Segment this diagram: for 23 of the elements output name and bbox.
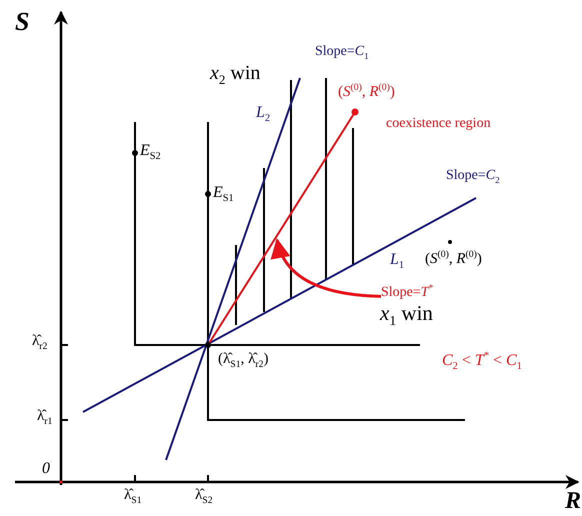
line-label: Slope=C$_{2}$	[446, 168, 500, 184]
point-label: (S$^{(0)}$, R$^{(0)}$)	[425, 251, 482, 268]
region-label: x$_{1}$ win	[380, 302, 433, 326]
point-label: (λ̂$_{S1}$, λ̂$_{r2}$)	[218, 351, 268, 368]
line-label: L$_{2}$	[256, 104, 270, 122]
line-label: L$_{1}$	[390, 251, 404, 269]
tick-label: λ̂$_{r2}$	[32, 333, 48, 350]
axis-label: S	[15, 8, 30, 37]
tick-label: λ̂$_{S2}$	[195, 487, 213, 504]
curved-arrow	[272, 238, 382, 298]
line-label: Slope=C$_{1}$	[315, 44, 369, 60]
point-label: (S$^{(0)}$, R$^{(0)}$)	[338, 84, 395, 100]
tick-label: λ̂$_{r1}$	[37, 408, 52, 424]
annotation-label: Slope=T$^{*}$	[381, 285, 434, 300]
tick-label: λ̂$_{S1}$	[124, 487, 142, 504]
tick-label: 0	[42, 460, 50, 478]
trajectory-line	[207, 108, 358, 346]
region-label: coexistence region	[386, 116, 491, 132]
point-label: E$_{S1}$	[213, 184, 234, 202]
region-label: x$_{2}$ win	[210, 62, 260, 84]
axis-label: R	[565, 488, 582, 514]
point-label: E$_{S2}$	[140, 142, 161, 160]
condition-label: C$_{2}$ < T$^{*}$ < C$_{1}$	[442, 352, 522, 370]
